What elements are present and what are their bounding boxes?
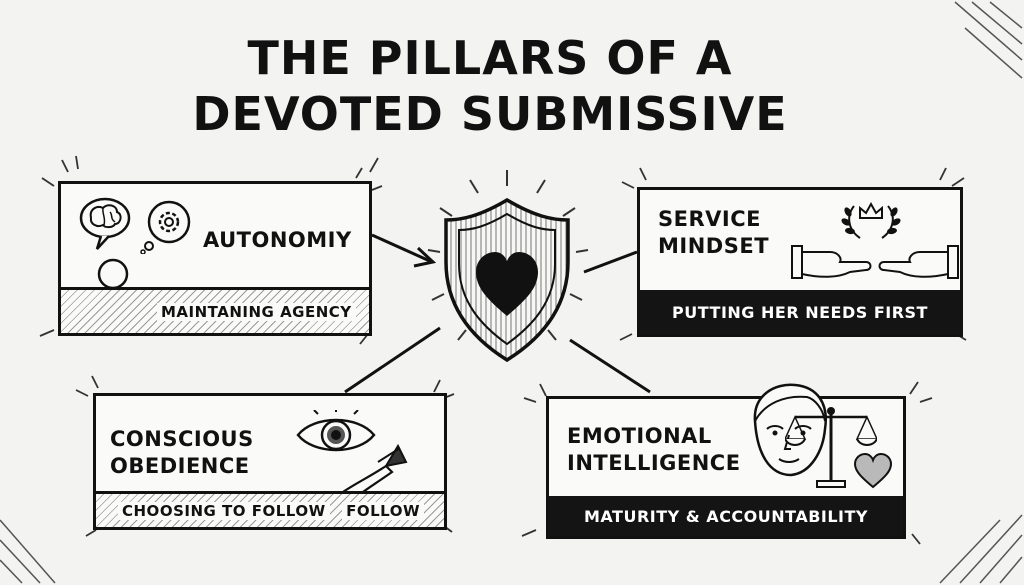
pillar-caption: PUTTING HER NEEDS FIRST bbox=[672, 302, 928, 322]
eye-icon bbox=[296, 410, 376, 452]
shield-rays bbox=[427, 170, 589, 341]
pillar-label: SERVICE MINDSET bbox=[658, 206, 769, 260]
pillar-caption: MAINTANING AGENCY bbox=[157, 302, 356, 321]
laurel-crown-icon bbox=[841, 201, 901, 239]
heart-icon bbox=[853, 453, 893, 489]
title-line-2: DEVOTED SUBMISSIVE bbox=[192, 87, 788, 141]
caption-band: PUTTING HER NEEDS FIRST bbox=[640, 290, 960, 334]
pillar-caption-secondary: FOLLOW bbox=[342, 501, 424, 520]
label-line-2: MINDSET bbox=[658, 234, 770, 258]
corner-hatch-bottom-right bbox=[939, 514, 1023, 584]
shield-heart-icon bbox=[444, 197, 570, 363]
connector-autonomy bbox=[371, 233, 433, 264]
label-line-2: OBEDIENCE bbox=[110, 454, 250, 478]
pillar-caption: CHOOSING TO FOLLOW bbox=[118, 501, 330, 520]
label-line-1: SERVICE bbox=[658, 207, 761, 231]
face-icon bbox=[753, 383, 827, 477]
heart-icon bbox=[476, 252, 538, 316]
connector-service bbox=[583, 250, 638, 274]
connector-autonomy-arrowhead bbox=[413, 246, 437, 268]
caption-band: CHOOSING TO FOLLOW FOLLOW bbox=[96, 491, 444, 527]
pillar-label: EMOTIONAL INTELLIGENCE bbox=[567, 423, 741, 477]
corner-hatch-top-right bbox=[954, 1, 1023, 79]
label-line-1: CONSCIOUS bbox=[110, 427, 254, 451]
caption-band: MAINTANING AGENCY bbox=[61, 287, 369, 333]
connector-lines bbox=[344, 233, 651, 394]
offering-hands-icon bbox=[791, 245, 959, 279]
card-rays bbox=[39, 155, 967, 545]
balance-scale-icon bbox=[785, 407, 877, 488]
corner-hatch-bottom-left bbox=[0, 519, 56, 584]
page-title: THE PILLARS OF A DEVOTED SUBMISSIVE bbox=[150, 30, 830, 142]
card-emotional: EMOTIONAL INTELLIGENCE MATURITY & ACCOUN… bbox=[546, 383, 906, 539]
pillar-label: CONSCIOUS OBEDIENCE bbox=[110, 426, 254, 480]
label-line-1: EMOTIONAL bbox=[567, 424, 712, 448]
card-autonomy: AUTONOMIY MAINTANING AGENCY bbox=[58, 181, 372, 336]
card-service: SERVICE MINDSET PUTTING HER NEEDS FIRST bbox=[637, 187, 963, 337]
gear-thought-icon bbox=[140, 200, 191, 254]
pillar-caption: MATURITY & ACCOUNTABILITY bbox=[583, 506, 869, 526]
brain-thought-icon bbox=[79, 197, 131, 250]
connector-emotional bbox=[569, 338, 651, 394]
caption-band: MATURITY & ACCOUNTABILITY bbox=[549, 496, 903, 536]
connector-obedience bbox=[344, 326, 441, 394]
card-obedience: CONSCIOUS OBEDIENCE CHOOSING TO FOLLOW F… bbox=[93, 393, 447, 530]
pillar-label: AUTONOMIY bbox=[203, 228, 352, 252]
label-line-2: INTELLIGENCE bbox=[567, 451, 741, 475]
title-line-1: THE PILLARS OF A bbox=[247, 31, 733, 85]
